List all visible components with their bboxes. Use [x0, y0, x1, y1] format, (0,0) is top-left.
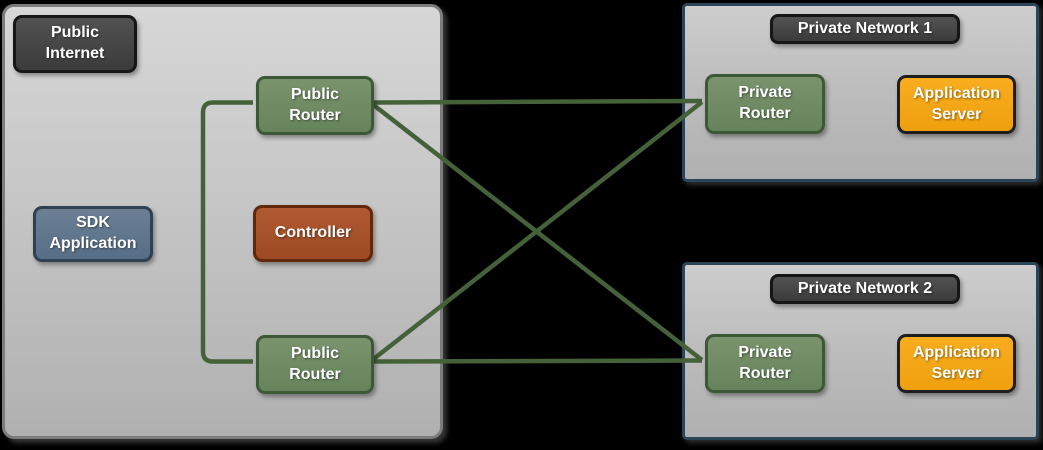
- node-public-router-bottom: Public Router: [256, 335, 374, 394]
- private-network-2-zone: Private Network 2 Private Router Applica…: [682, 262, 1039, 440]
- node-application-server-2: Application Server: [897, 334, 1016, 393]
- node-controller: Controller: [253, 205, 373, 262]
- node-private-router-1: Private Router: [705, 74, 825, 134]
- public-internet-zone: Public Internet SDK Application Controll…: [2, 4, 443, 439]
- node-application-server-1: Application Server: [897, 75, 1016, 134]
- node-sdk-application: SDK Application: [33, 206, 153, 262]
- node-public-router-top: Public Router: [256, 76, 374, 135]
- private-network-2-title: Private Network 2: [770, 274, 960, 304]
- public-internet-label: Public Internet: [13, 15, 137, 73]
- private-network-1-zone: Private Network 1 Private Router Applica…: [682, 3, 1039, 182]
- private-network-1-title: Private Network 1: [770, 14, 960, 44]
- node-private-router-2: Private Router: [705, 334, 825, 393]
